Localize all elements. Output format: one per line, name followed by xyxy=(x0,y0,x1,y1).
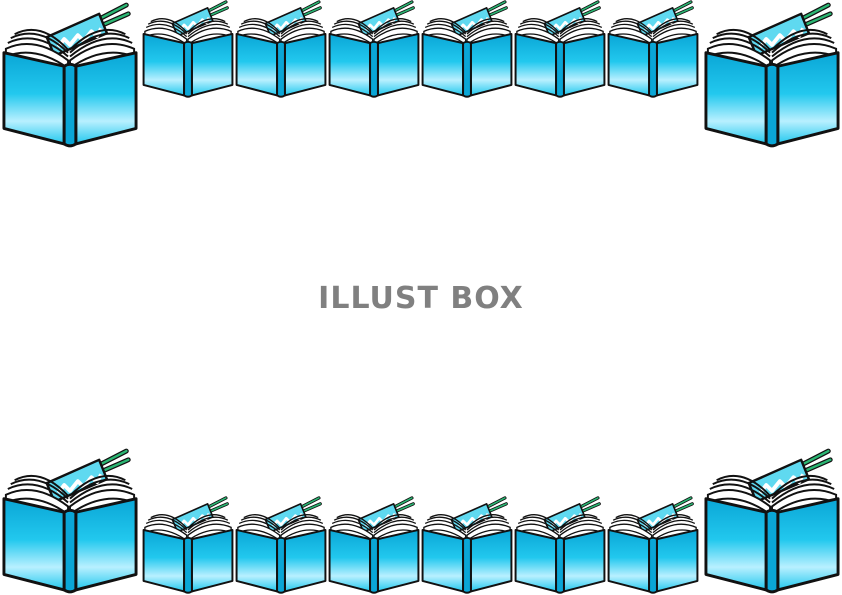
open-book-with-bookmark-icon xyxy=(607,496,699,594)
open-book-with-bookmark-icon xyxy=(421,496,513,594)
open-book-with-bookmark-icon xyxy=(514,496,606,594)
open-book-with-bookmark-icon xyxy=(607,0,699,98)
open-book-with-bookmark-icon xyxy=(704,2,840,148)
open-book-with-bookmark-icon xyxy=(142,0,234,98)
open-book-with-bookmark-icon xyxy=(421,0,513,98)
open-book-with-bookmark-icon xyxy=(328,0,420,98)
open-book-with-bookmark-icon xyxy=(2,2,138,148)
open-book-with-bookmark-icon xyxy=(328,496,420,594)
open-book-with-bookmark-icon xyxy=(704,448,840,594)
open-book-with-bookmark-icon xyxy=(142,496,234,594)
open-book-with-bookmark-icon xyxy=(2,448,138,594)
watermark-text: ILLUST BOX xyxy=(318,281,524,316)
open-book-with-bookmark-icon xyxy=(514,0,606,98)
open-book-with-bookmark-icon xyxy=(235,496,327,594)
open-book-with-bookmark-icon xyxy=(235,0,327,98)
